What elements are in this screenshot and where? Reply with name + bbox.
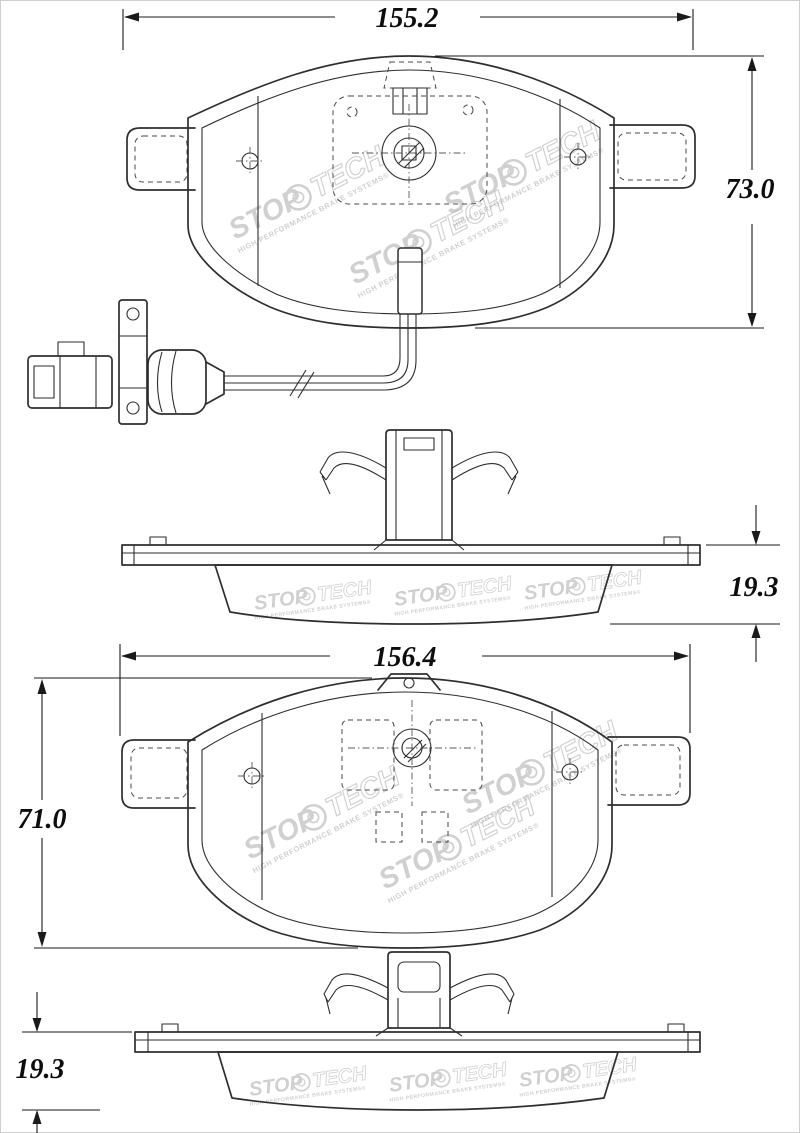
dim-label-pad1-height: 73.0 <box>726 174 775 205</box>
clip-arm-right <box>451 462 513 481</box>
hatch-line <box>397 141 421 165</box>
bracket-hole <box>126 401 140 415</box>
clip-arm-left <box>325 462 387 481</box>
pad1-sensor-tab <box>397 247 423 315</box>
dim-label-pad1-width: 155.2 <box>376 3 439 34</box>
pad1-top-fitting <box>392 87 428 115</box>
pad1-left-ear <box>126 127 196 191</box>
dim-label-pad2-height: 71.0 <box>18 804 67 835</box>
friction-material <box>217 1051 619 1111</box>
clip-toe <box>321 475 331 495</box>
pad1-left-ear-dashed <box>134 135 188 183</box>
pad2-left-ear-dashed <box>130 747 188 799</box>
grommet-rib <box>170 350 177 414</box>
sensor-wire <box>224 314 401 377</box>
plate-tab <box>149 536 167 546</box>
pad2-right-ear-dashed <box>615 744 681 796</box>
dim-label-profile2-thickness: 19.3 <box>16 1054 65 1085</box>
pad1-small-hole-right <box>462 104 474 116</box>
dim-profile2-thickness: 19.3 <box>16 992 132 1133</box>
dim-pad1-width: 155.2 <box>122 3 694 50</box>
pad1-hub-circle-outer <box>381 125 437 181</box>
clip-arm-end <box>319 471 327 481</box>
dim-pad2-height: 71.0 <box>18 677 372 949</box>
pad2-friction-contour <box>201 691 599 934</box>
connector-latch <box>57 341 85 357</box>
clip-window <box>403 437 435 451</box>
pad1-top-tab-dashed <box>383 61 437 89</box>
clip-arm-right <box>449 984 511 1003</box>
plate-tab <box>663 536 681 546</box>
clip-arm-right <box>449 973 515 995</box>
wire-break-mark <box>289 369 307 397</box>
clip-arm-left <box>327 984 389 1003</box>
clip-body <box>387 951 451 1029</box>
clip-toe <box>507 475 517 495</box>
dim-label-pad2-width: 156.4 <box>374 642 437 673</box>
pad2-outer-contour <box>187 677 613 949</box>
pad-profile-bottom <box>134 1023 701 1111</box>
clip-toe <box>507 997 513 1015</box>
dim-pad2-width: 156.4 <box>119 642 691 736</box>
clip-arm-right <box>451 451 519 473</box>
hatch-line <box>403 147 425 169</box>
pad2-front-view <box>121 673 691 949</box>
pad2-piston-dashed-left <box>341 719 395 791</box>
wear-sensor <box>27 299 417 425</box>
clip-arm-left <box>319 451 387 473</box>
pad2-lower-slot-right <box>421 811 449 843</box>
clip-window <box>397 961 441 993</box>
dim-label-profile1-thickness: 19.3 <box>730 572 779 603</box>
pad2-right-ear <box>607 736 691 806</box>
pad2-piston-dashed-right <box>429 719 483 791</box>
clip-arm-left <box>323 973 389 995</box>
plate-tab <box>667 1023 685 1033</box>
pad-profile-top <box>121 536 701 625</box>
sensor-bracket <box>118 299 148 425</box>
pad1-outer-contour <box>187 55 615 329</box>
clip-body <box>385 429 453 541</box>
pad2-left-ear <box>121 739 196 809</box>
dim-profile1-thickness: 19.3 <box>610 505 780 662</box>
hatch-line <box>407 743 427 763</box>
bracket-hole <box>126 307 140 321</box>
pad1-small-hole-left <box>346 106 358 118</box>
pad1-right-ear <box>609 124 696 189</box>
pad1-hub-circle-inner <box>393 137 425 169</box>
pad1-hub-square <box>401 145 417 161</box>
pad2-lower-slot-left <box>375 811 403 843</box>
clip-arm-end <box>511 471 519 481</box>
pad2-top-tab <box>377 673 441 691</box>
pad2-hub-circle-outer <box>392 728 432 768</box>
abutment-clip-bottom <box>323 951 515 1037</box>
friction-material <box>214 564 613 625</box>
sensor-wire <box>224 314 409 384</box>
hatch-line <box>403 739 423 759</box>
grommet-taper <box>205 361 225 405</box>
pad1-friction-contour <box>201 69 601 315</box>
pad2-top-tab-hole <box>403 677 415 689</box>
plate-tab <box>161 1023 179 1033</box>
wire-break-mark <box>297 371 315 399</box>
grommet-rib <box>156 351 163 413</box>
pad1-piston-area-dashed <box>332 95 488 205</box>
sensor-grommet <box>147 349 207 415</box>
sensor-wire <box>224 314 417 391</box>
clip-toe <box>325 997 331 1015</box>
dim-pad1-height: 73.0 <box>435 55 775 329</box>
connector-slot <box>33 365 55 399</box>
pad1-front-view <box>126 55 696 329</box>
